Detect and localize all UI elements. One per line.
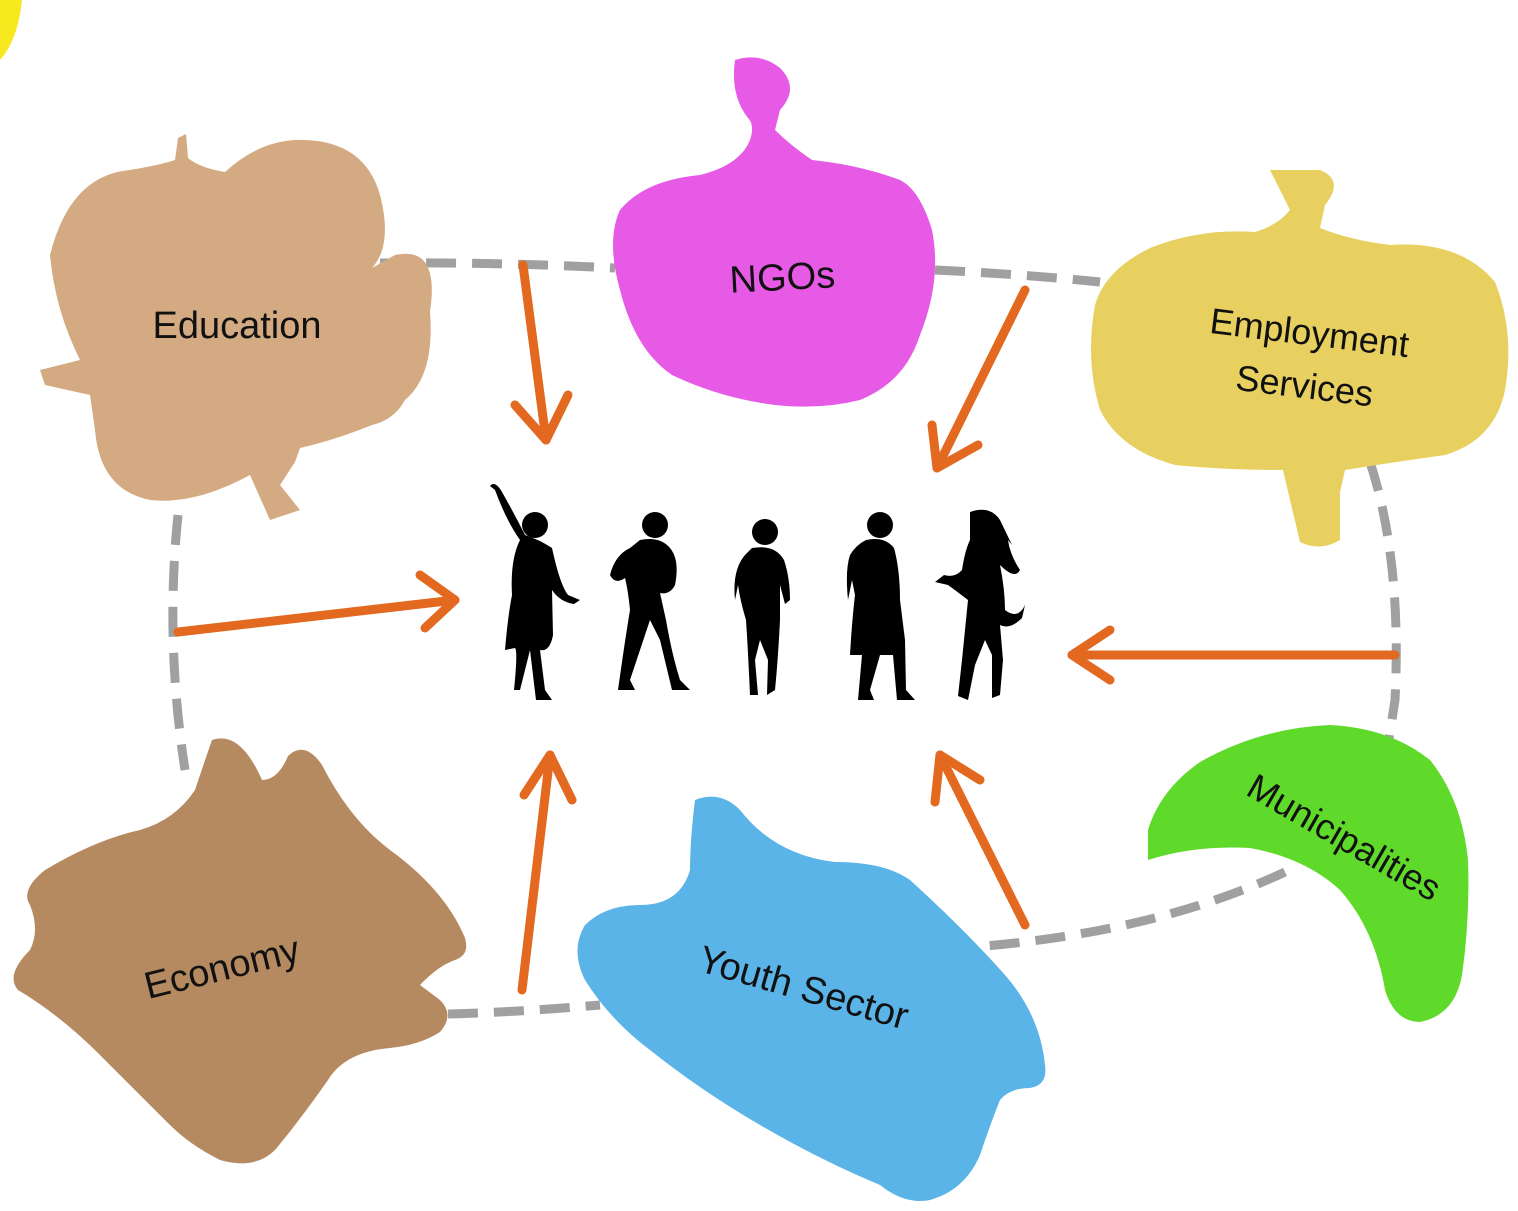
arrow-from-education-top <box>510 260 573 445</box>
silhouette-4 <box>846 512 915 700</box>
municipalities-shape <box>1148 725 1469 1022</box>
ngos-label: NGOs <box>729 254 837 301</box>
silhouette-3 <box>734 519 790 695</box>
silhouette-2 <box>610 512 690 690</box>
arrow-from-economy <box>517 750 577 995</box>
silhouette-5 <box>935 509 1025 700</box>
youth-shape <box>577 796 1046 1201</box>
influence-arrows <box>173 260 1400 995</box>
economy-shape <box>13 738 467 1164</box>
education-label: Education <box>152 305 321 347</box>
ngos-shape <box>613 57 936 407</box>
corner-fragment <box>0 0 22 60</box>
employment-shape <box>1091 170 1509 547</box>
arrow-from-municipalities <box>1067 625 1400 685</box>
education-shape <box>40 134 432 520</box>
arrow-from-education-left <box>173 570 460 637</box>
youth-silhouettes-icon <box>490 484 1025 700</box>
arrow-from-youth-sector <box>930 750 1030 930</box>
silhouette-1 <box>490 484 580 700</box>
arrow-from-employment <box>927 285 1030 473</box>
